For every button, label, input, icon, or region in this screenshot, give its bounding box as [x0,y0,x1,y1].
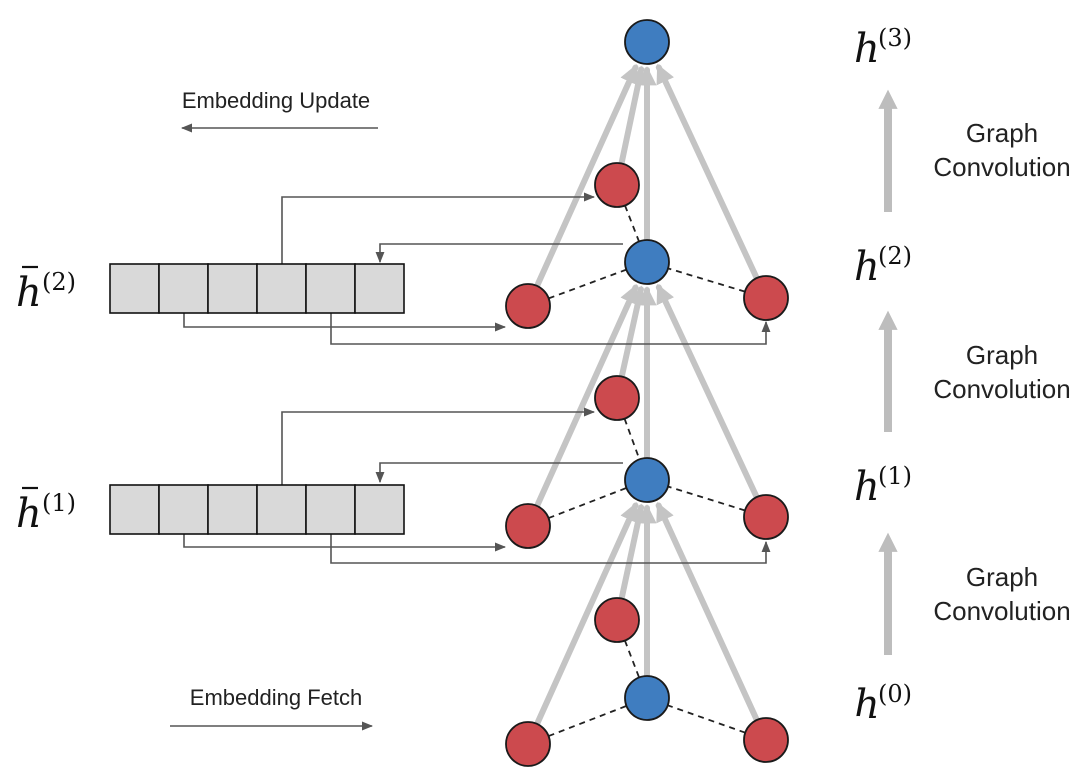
array-cell [158,484,209,535]
array-cell [305,263,356,314]
convolution-edge [533,502,639,729]
history-label-hbar1: h (1) [16,486,76,537]
embedding-fetch-label: Embedding Fetch [190,685,362,710]
connector-arrow [375,243,623,264]
history-embedding-array [109,484,405,535]
connector-arrow [330,313,771,345]
convolution-edge [533,284,639,511]
array-cell [109,484,160,535]
svg-text:(3): (3) [878,24,912,52]
connector-arrow [330,534,771,564]
svg-text:h: h [854,464,880,510]
svg-text:h: h [854,26,880,72]
array-cell [354,484,405,535]
connector-arrow [183,534,507,552]
convolution-edge [618,65,648,169]
array-cell [109,263,160,314]
layer-label-h0: h (0) [854,680,912,728]
neighbor-node [743,717,789,763]
convolution-edge [655,283,761,502]
convolution-edges [533,63,761,729]
svg-text:Graph: Graph [966,562,1038,592]
graph-convolution-label-2: Graph Convolution [933,340,1070,404]
history-connectors [183,192,771,564]
watermark-subtitle: @稀土掘金技术社区 [892,735,1045,755]
neighbor-edge [667,704,746,734]
neighbor-edge [667,485,746,512]
svg-text:(0): (0) [878,680,912,708]
convolution-edge [533,64,639,291]
target-node [624,457,670,503]
neighbor-edge [548,705,627,737]
svg-text:h: h [16,491,42,537]
array-cell [305,484,356,535]
graph-nodes [505,19,789,767]
neighbor-edges [548,205,746,737]
history-arrays [109,263,405,535]
svg-text:(1): (1) [878,462,912,490]
neighbor-node [594,375,640,421]
neighbor-edge [624,205,640,242]
convolution-edge [655,63,761,283]
neighbor-edge [624,640,640,678]
svg-text:Convolution: Convolution [933,374,1070,404]
neighbor-node [743,494,789,540]
neighbor-node [594,597,640,643]
array-cell [158,263,209,314]
embedding-update-label: Embedding Update [182,88,370,113]
svg-text:Convolution: Convolution [933,596,1070,626]
neighbor-edge [548,268,627,300]
svg-text:Graph: Graph [966,118,1038,148]
array-cell [256,263,307,314]
graph-convolution-label-1: Graph Convolution [933,562,1070,626]
svg-text:(1): (1) [42,489,76,517]
svg-text:(2): (2) [878,242,912,270]
neighbor-edge [667,267,746,293]
array-cell [354,263,405,314]
target-node [624,19,670,65]
wechat-icon [846,716,879,741]
layer-label-h3: h (3) [854,24,912,72]
array-cell [207,263,258,314]
svg-text:(2): (2) [42,268,76,296]
watermark-title: 对白的算法屋 [888,713,1044,743]
watermark: 对白的算法屋 @稀土掘金技术社区 [846,713,1045,755]
graph-convolution-label-3: Graph Convolution [933,118,1070,182]
history-label-hbar2: h (2) [16,265,76,316]
svg-text:h: h [854,244,880,290]
neighbor-edge [548,487,627,519]
target-node [624,239,670,285]
svg-text:Convolution: Convolution [933,152,1070,182]
connector-arrow [281,192,596,264]
neighbor-node [594,162,640,208]
convolution-edge [655,501,761,725]
neighbor-node [743,275,789,321]
neighbor-node [505,283,551,329]
neighbor-node [505,721,551,767]
layer-label-h1: h (1) [854,462,912,510]
array-cell [207,484,258,535]
target-node [624,675,670,721]
neighbor-edge [623,418,641,460]
svg-text:Graph: Graph [966,340,1038,370]
history-embedding-array [109,263,405,314]
connector-arrow [281,407,596,485]
svg-text:h: h [16,270,42,316]
layer-label-h2: h (2) [854,242,912,290]
connector-arrow [375,462,623,484]
neighbor-node [505,503,551,549]
array-cell [256,484,307,535]
connector-arrow [183,313,507,332]
